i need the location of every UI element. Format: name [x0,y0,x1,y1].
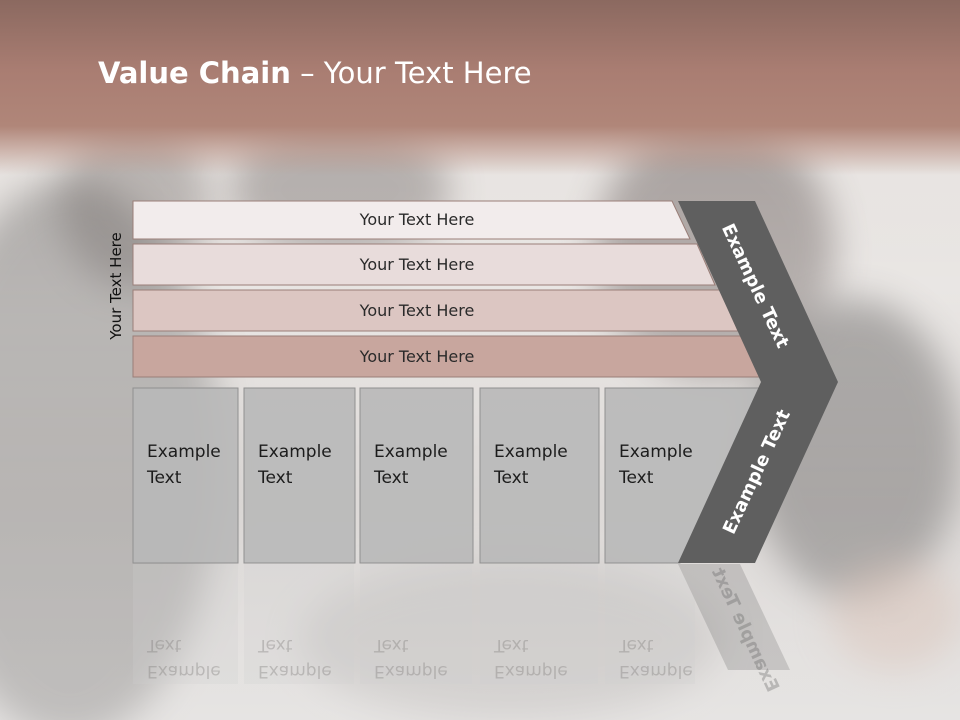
box-reflection [244,564,354,684]
value-chain-row-2 [132,243,716,286]
value-chain-chevron [678,201,838,563]
title-bold: Value Chain [98,56,291,90]
slide-title: Value Chain – Your Text Here [98,56,532,90]
activity-box-1 [132,387,239,564]
row-label-3: Your Text Here [359,300,475,320]
row-label-1: Your Text Here [359,210,475,229]
activity-box-label-line2: Text [619,468,654,488]
row-label-4: Your Text Here [359,346,475,366]
activity-box-2 [243,387,356,564]
row-label-2: Your Text Here [359,254,475,274]
box-reflection [360,564,472,684]
activity-box-label-line2: Text [374,468,409,488]
activity-box-label-line2: Text [147,468,182,488]
activity-box-label-line2: Text [258,468,293,488]
activity-box-3 [359,387,474,564]
activity-box-label-line1: Example [619,442,693,462]
activity-box-label-line2: Text [494,468,529,488]
activity-box-label-line1: Example [374,442,448,462]
activity-box-4 [479,387,600,564]
box-reflection [605,564,695,684]
activity-box-label-line1: Example [494,442,568,462]
activity-box-label-line1: Example [258,442,332,462]
activity-box-label-line1: Example [147,442,221,462]
chevron-reflection [678,564,790,670]
value-chain-row-1 [132,200,691,240]
box-reflection [133,564,238,684]
title-band [0,0,960,175]
title-rest: – Your Text Here [290,56,532,90]
box-reflection [480,564,598,684]
